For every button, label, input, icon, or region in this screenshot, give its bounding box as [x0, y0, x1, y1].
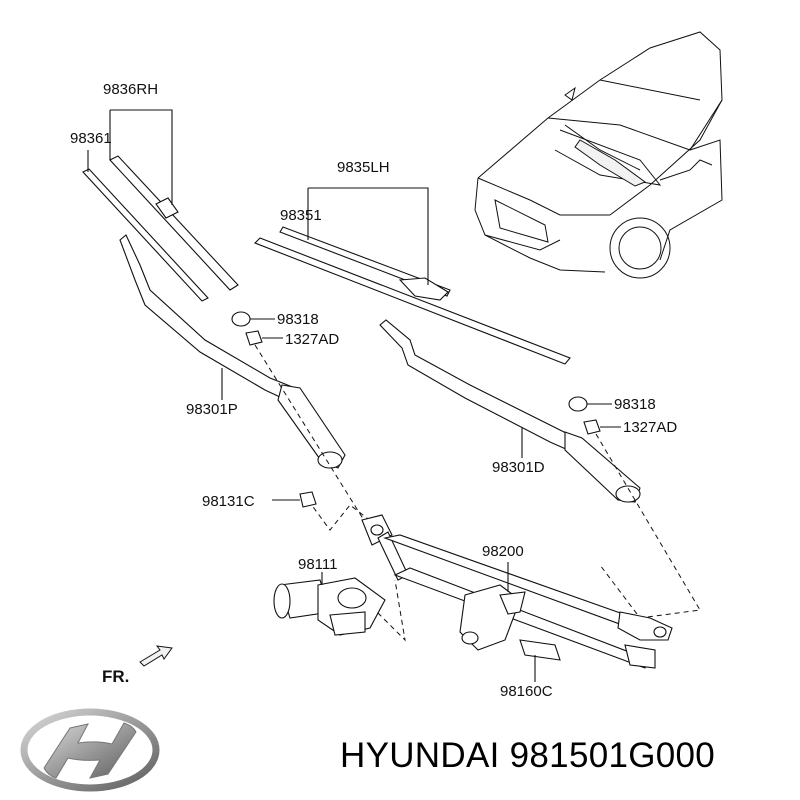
- label-98200: 98200: [482, 543, 524, 560]
- label-98361: 98361: [70, 130, 112, 147]
- leader-9835lh: [308, 187, 429, 285]
- label-98111: 98111: [298, 556, 338, 573]
- nut-1327ad-right: [583, 419, 601, 435]
- nut-1327ad-left: [245, 330, 263, 346]
- leader-9836rh: [110, 109, 173, 205]
- wiper-linkage-98200: [361, 514, 673, 669]
- brand-part-number: HYUNDAI 981501G000: [340, 736, 715, 776]
- label-fr: FR.: [102, 667, 129, 686]
- cap-98318-left: [231, 311, 251, 327]
- label-98351: 98351: [280, 207, 322, 224]
- car-illustration: [474, 31, 723, 279]
- hyundai-logo-icon: [20, 708, 160, 792]
- wiper-arm-98301p: [119, 234, 346, 469]
- label-9835lh: 9835LH: [337, 159, 390, 176]
- dash-line-3: [307, 499, 373, 531]
- label-98301p: 98301P: [186, 401, 238, 418]
- wiper-arm-98301d: [379, 319, 641, 503]
- front-arrow-icon: [139, 645, 173, 667]
- lh-wiper-blade: [254, 226, 571, 365]
- nut-98131c: [299, 491, 317, 508]
- label-1327ad-right: 1327AD: [623, 419, 677, 436]
- label-98318-right: 98318: [614, 396, 656, 413]
- dash-line-1: [254, 344, 371, 531]
- label-98160c: 98160C: [500, 683, 553, 700]
- label-98131c: 98131C: [202, 493, 255, 510]
- cap-98318-right: [568, 396, 588, 412]
- wiper-motor-98111: [273, 577, 386, 636]
- rh-wiper-blade: [82, 155, 239, 302]
- label-9836rh: 9836RH: [103, 81, 158, 98]
- label-98301d: 98301D: [492, 459, 545, 476]
- part-number: 981501G000: [509, 736, 716, 775]
- bracket-98160c: [519, 639, 561, 661]
- label-1327ad-left: 1327AD: [285, 331, 339, 348]
- dash-line-2: [595, 433, 701, 619]
- label-98318-left: 98318: [277, 311, 319, 328]
- brand-name: HYUNDAI: [340, 736, 500, 775]
